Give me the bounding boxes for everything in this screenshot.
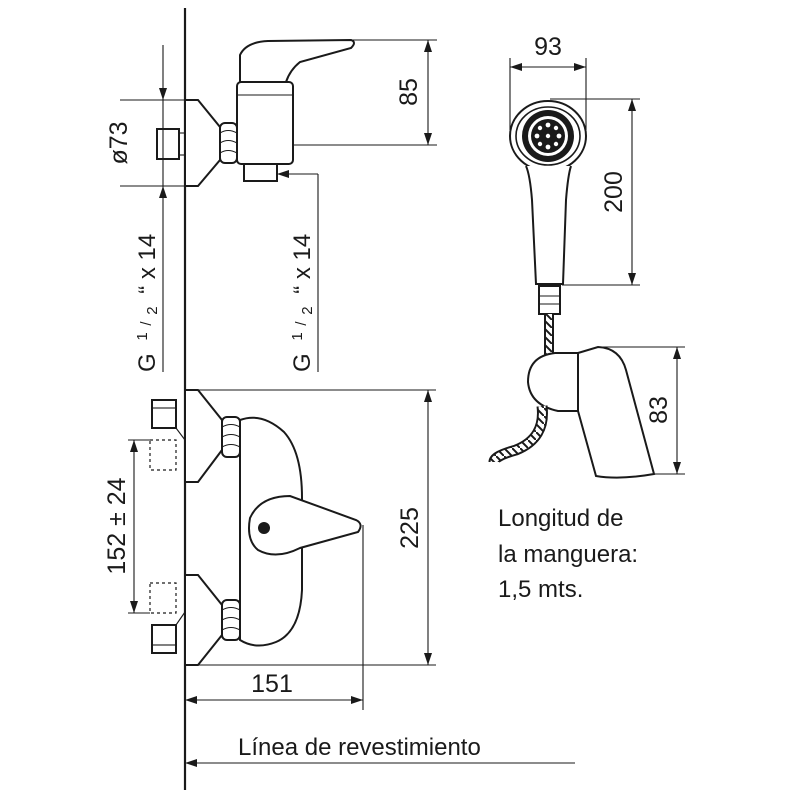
dimension-151-label: 151 [251,670,293,698]
shower-head [509,100,587,315]
dimension-85: 85 [293,39,437,146]
dimension-225: 225 [198,389,436,666]
svg-text:G 1 / 2: G 1 / 2 “ x 14 [281,234,318,372]
dimension-151: 151 [185,525,364,710]
hose-note-line1: Longitud de [498,505,623,532]
lever-screw [258,522,270,534]
upper-ribbed-nut [221,416,241,458]
thread-right-den: 2 [299,306,316,314]
mixer-front-view [149,389,362,666]
dimension-225-label: 225 [396,507,424,549]
holder-cup [526,352,579,412]
mixer-side-view [156,38,355,187]
dimension-200-label: 200 [600,171,628,213]
thread-right-rest: “ x 14 [289,234,316,294]
lower-connector [151,624,177,654]
dimension-diameter-73: ø73 [105,45,198,210]
dimension-83-label: 83 [645,396,673,424]
holder-arm [577,345,656,479]
hose-note-line2: la manguera: [498,541,638,568]
lower-hidden-connector [149,582,177,614]
svg-text:G 1 / 2: G 1 / 2 “ x 14 [126,234,163,372]
ribbed-nut [219,122,238,164]
shower-holder [526,345,656,479]
upper-connector [151,399,177,429]
dimension-152: 152 ± 24 [103,439,150,614]
front-lever-handle [248,494,362,556]
dimension-diameter-73-label: ø73 [105,121,133,164]
thread-left-num: 1 [134,332,151,340]
thread-left-den: 2 [144,306,161,314]
shower-handle [525,165,572,285]
wall-line-callout: Línea de revestimiento [185,734,575,767]
lever-handle [239,38,355,83]
mixer-body [236,81,294,165]
dimension-83: 83 [598,346,685,475]
dimension-152-label: 152 ± 24 [103,477,131,574]
upper-escutcheon [184,389,223,483]
hose-note-line3: 1,5 mts. [498,576,583,603]
thread-left-g: G [134,353,161,372]
thread-right-g: G [289,353,316,372]
lower-ribbed-nut [221,599,241,641]
dimension-93-label: 93 [534,33,562,61]
thread-right-num: 1 [289,332,306,340]
wall-connector [156,128,180,160]
hose-connector [538,285,561,315]
mixer-outlet [243,163,278,182]
thread-spec-left: G 1 / 2 “ x 14 [126,210,164,372]
escutcheon-plate [184,99,221,187]
thread-spec-right: G 1 / 2 “ x 14 [277,170,319,372]
dimension-85-label: 85 [395,78,423,106]
lower-escutcheon [184,574,223,666]
upper-hidden-connector [149,439,177,471]
thread-left-rest: “ x 14 [134,234,161,294]
wall-line-label: Línea de revestimiento [238,734,481,761]
hose-length-note: Longitud de la manguera: 1,5 mts. [498,505,638,603]
dimension-93: 93 [509,33,587,130]
dimension-200: 200 [550,98,640,286]
